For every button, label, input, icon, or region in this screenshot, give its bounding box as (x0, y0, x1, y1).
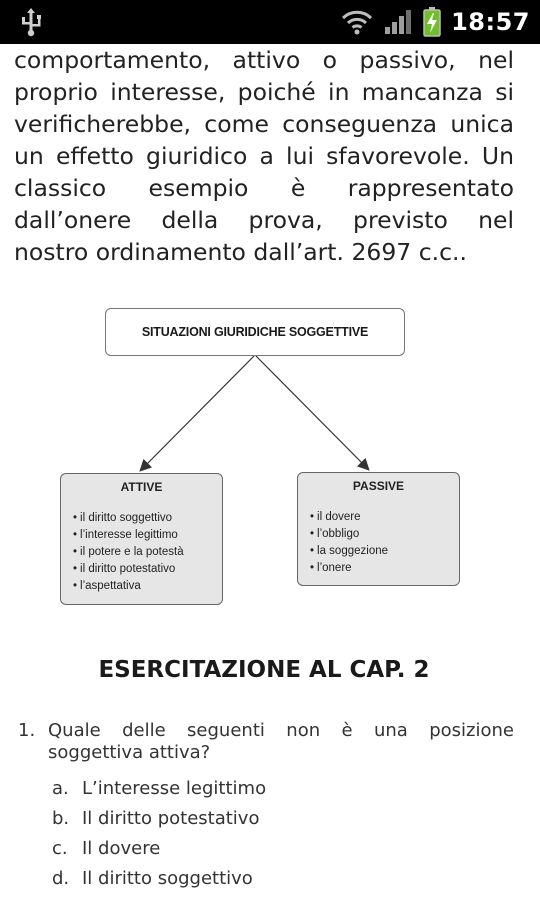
option-text: Il diritto soggettivo (82, 868, 253, 889)
wifi-icon (342, 10, 373, 35)
question-text: Quale delle seguenti non è una posizione… (48, 720, 514, 764)
question: 1. Quale delle seguenti non è una posizi… (18, 720, 514, 764)
diagram-attive-box: ATTIVE il diritto soggettivo l’interesse… (60, 473, 223, 605)
paragraph-line: dall’onere della prova, previsto nel (14, 206, 514, 234)
signal-icon (385, 10, 412, 34)
reader-content[interactable]: comportamento, attivo o passivo, nel pro… (0, 44, 540, 900)
usb-icon (22, 8, 41, 37)
battery-charging-icon (423, 7, 441, 37)
paragraph-line: nostro ordinamento dall’art. 2697 c.c.. (14, 238, 467, 266)
paragraph: comportamento, attivo o passivo, nel pro… (14, 44, 514, 268)
diagram-passive-box: PASSIVE il dovere l’obbligo la soggezion… (297, 472, 460, 586)
paragraph-line: un effetto giuridico a lui sfavorevole. … (14, 142, 514, 170)
status-bar: 18:57 (0, 0, 540, 44)
passive-item: l’onere (298, 560, 459, 577)
passive-item: la soggezione (298, 543, 459, 560)
passive-item: l’obbligo (298, 526, 459, 543)
option-letter: b. (52, 808, 70, 829)
attive-item: il diritto soggettivo (61, 510, 222, 527)
question-line: soggettiva attiva? (48, 742, 211, 763)
attive-title: ATTIVE (120, 480, 163, 494)
answer-option: c. Il dovere (52, 834, 266, 864)
paragraph-line: proprio interesse, poiché in mancanza si (14, 78, 514, 106)
paragraph-line: comportamento, attivo o passivo, nel (14, 46, 514, 74)
answer-options: a. L’interesse legittimo b. Il diritto pot… (52, 774, 266, 894)
diagram-root-box: SITUAZIONI GIURIDICHE SOGGETTIVE (105, 308, 405, 356)
answer-option: a. L’interesse legittimo (52, 774, 266, 804)
option-text: Il dovere (82, 838, 161, 859)
attive-item: il potere e la potestà (61, 544, 222, 561)
arrow-to-passive (255, 355, 370, 471)
paragraph-line: verificherebbe, come conseguenza unica (14, 110, 514, 138)
arrow-to-attive (139, 355, 255, 472)
answer-option: d. Il diritto soggettivo (52, 864, 266, 894)
option-letter: a. (52, 778, 69, 799)
attive-item: il diritto potestativo (61, 561, 222, 578)
question-line: Quale delle seguenti non è una posizione (48, 720, 514, 741)
passive-item: il dovere (298, 509, 459, 526)
question-number: 1. (18, 720, 36, 741)
answer-option: b. Il diritto potestativo (52, 804, 266, 834)
exercise-title: ESERCITAZIONE AL CAP. 2 (98, 657, 430, 683)
attive-item: l’interesse legittimo (61, 527, 222, 544)
option-text: Il diritto potestativo (82, 808, 260, 829)
option-text: L’interesse legittimo (82, 778, 267, 799)
status-time: 18:57 (451, 8, 530, 36)
paragraph-line: classico esempio è rappresentato (14, 174, 514, 202)
attive-item: l’aspettativa (61, 578, 222, 595)
passive-title: PASSIVE (352, 479, 405, 493)
concept-diagram: SITUAZIONI GIURIDICHE SOGGETTIVE ATTIVE … (56, 308, 466, 608)
option-letter: c. (52, 838, 68, 859)
option-letter: d. (52, 868, 70, 889)
diagram-arrows (139, 355, 370, 472)
